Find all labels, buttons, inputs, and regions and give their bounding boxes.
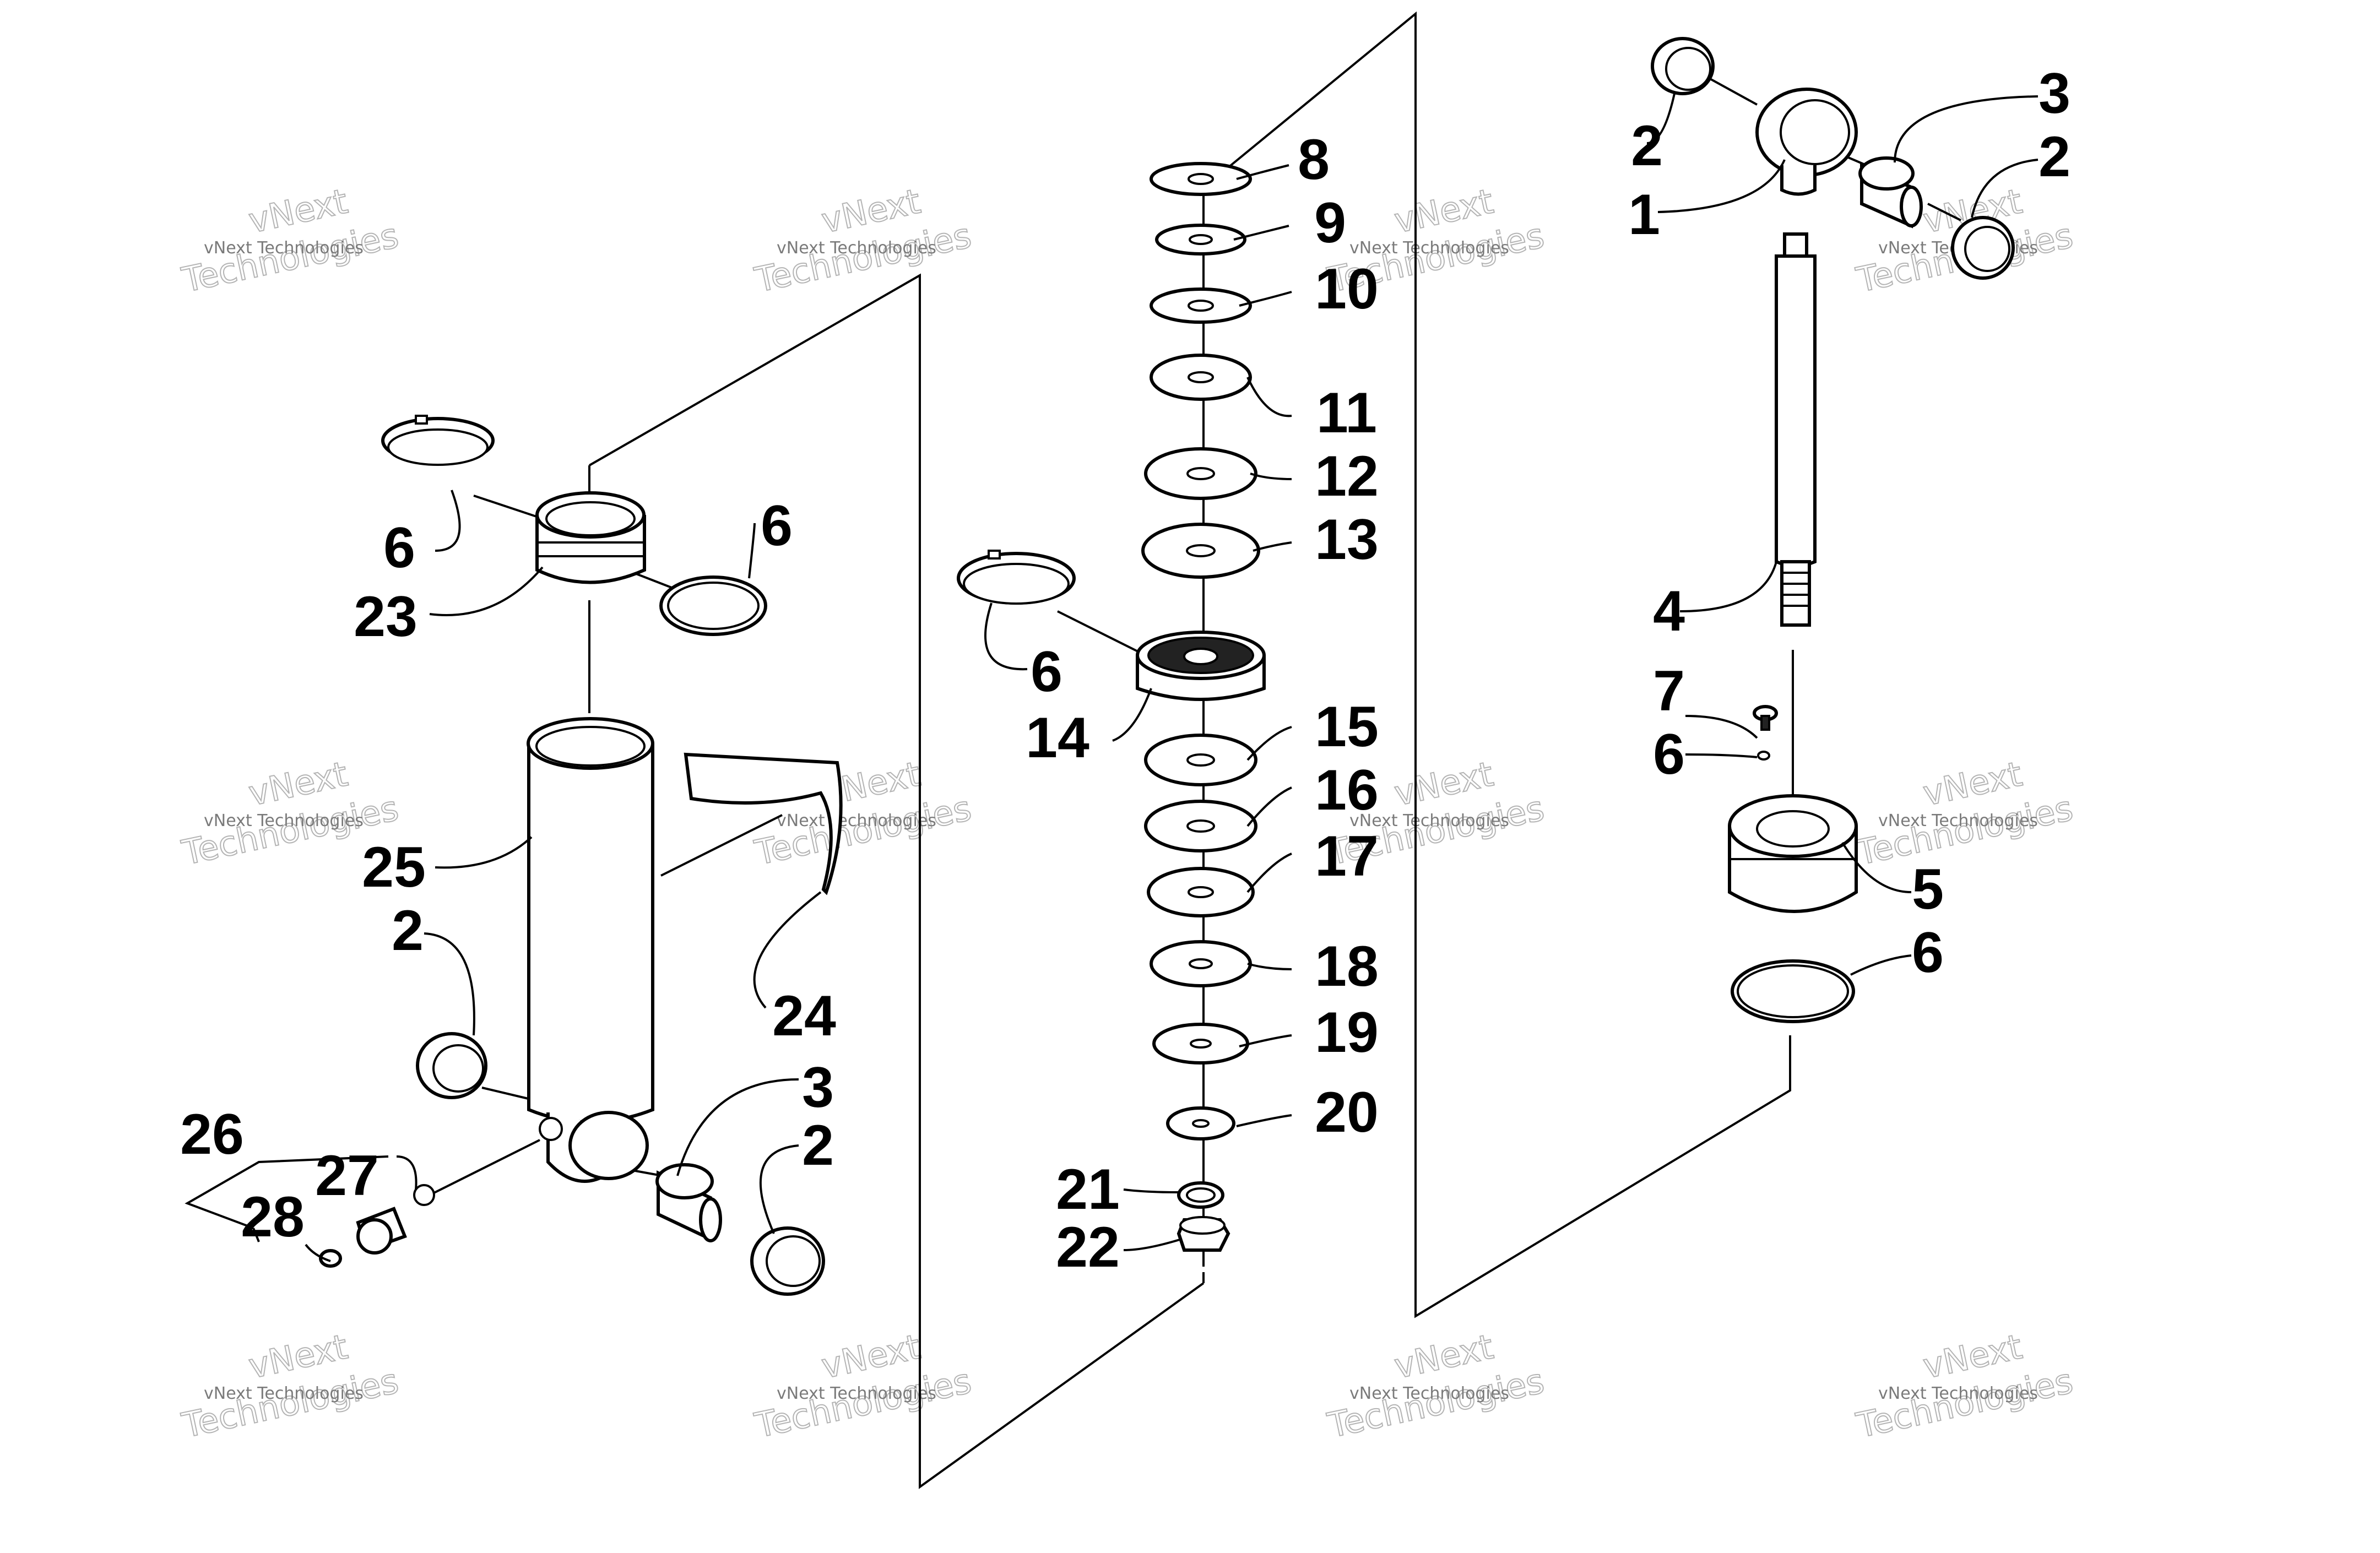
callout-25: 25 bbox=[362, 835, 426, 899]
callout-2-bottom: 2 bbox=[802, 1114, 834, 1177]
callout-19: 19 bbox=[1315, 1001, 1379, 1065]
callout-23: 23 bbox=[354, 585, 418, 649]
shim-washer-hole bbox=[1192, 1119, 1210, 1128]
callout-13: 13 bbox=[1315, 508, 1379, 572]
washer-part-21 bbox=[1177, 1181, 1224, 1209]
callout-26: 26 bbox=[180, 1103, 244, 1166]
callout-10: 10 bbox=[1315, 257, 1379, 321]
callout-14: 14 bbox=[1026, 706, 1089, 770]
callout-2-right: 2 bbox=[2039, 125, 2070, 189]
piston-part-14 bbox=[1136, 631, 1266, 701]
valve-assembly-part-26 bbox=[185, 1155, 435, 1268]
svg-text:vNext Technologies: vNext Technologies bbox=[777, 238, 936, 258]
callout-1: 1 bbox=[1628, 183, 1660, 247]
cylinder-body-part-25 bbox=[527, 717, 654, 1183]
svg-text:vNext Technologies: vNext Technologies bbox=[1349, 811, 1509, 830]
svg-text:vNext Technologies: vNext Technologies bbox=[1349, 238, 1509, 258]
callout-8: 8 bbox=[1298, 128, 1330, 192]
callout-5: 5 bbox=[1912, 857, 1944, 921]
callout-18: 18 bbox=[1315, 935, 1379, 998]
rod-end-part-1 bbox=[1755, 88, 1858, 196]
svg-text:vNext Technologies: vNext Technologies bbox=[1878, 811, 2038, 830]
shim-stack bbox=[1141, 162, 1260, 1141]
ring-part-6-center bbox=[957, 550, 1076, 605]
sleeve-part-3-right bbox=[1858, 156, 1923, 229]
svg-text:vNext Technologies: vNext Technologies bbox=[777, 811, 936, 830]
svg-text:vNext Technologies: vNext Technologies bbox=[1349, 1384, 1509, 1403]
callout-15: 15 bbox=[1315, 695, 1379, 759]
callout-6-right-bottom: 6 bbox=[1912, 921, 1944, 985]
shim-washer-hole bbox=[1186, 819, 1215, 833]
callout-21: 21 bbox=[1056, 1158, 1120, 1221]
callout-labels: 8 9 10 11 12 13 14 15 16 17 18 19 20 21 … bbox=[180, 62, 2070, 1279]
right-shaft-assembly bbox=[1651, 37, 2015, 1023]
ring-part-6-top bbox=[381, 415, 495, 466]
callout-28: 28 bbox=[241, 1185, 305, 1249]
callout-3-right: 3 bbox=[2039, 62, 2070, 126]
callout-6-top-left: 6 bbox=[383, 516, 415, 580]
shim-washer-hole bbox=[1188, 173, 1214, 185]
svg-text:vNext Technologies: vNext Technologies bbox=[204, 811, 364, 830]
center-piston-stack bbox=[957, 162, 1266, 1252]
callout-12: 12 bbox=[1315, 444, 1379, 508]
callout-24: 24 bbox=[772, 984, 836, 1048]
callout-3-left: 3 bbox=[802, 1056, 834, 1120]
svg-text:vNext Technologies: vNext Technologies bbox=[1878, 1384, 2038, 1403]
bushing-part-2-right bbox=[1951, 216, 2015, 280]
shim-washer-hole bbox=[1189, 234, 1213, 245]
ring-part-6-side bbox=[659, 575, 767, 636]
leader-lines bbox=[305, 93, 2039, 1262]
callout-22: 22 bbox=[1056, 1215, 1120, 1279]
bushing-part-2-top-left bbox=[1651, 37, 1715, 95]
callout-6-right-small: 6 bbox=[1653, 723, 1685, 786]
bushing-part-2-left bbox=[416, 1032, 487, 1099]
callout-17: 17 bbox=[1315, 824, 1379, 888]
callout-2-left: 2 bbox=[392, 899, 424, 963]
shim-washer-hole bbox=[1188, 371, 1214, 383]
nut-part-22 bbox=[1177, 1216, 1230, 1252]
callout-20: 20 bbox=[1315, 1080, 1379, 1144]
sleeve-part-3-left bbox=[655, 1163, 722, 1242]
shaft-part-4 bbox=[1775, 232, 1817, 627]
o-ring-part-6-bottom bbox=[1731, 959, 1855, 1023]
svg-text:vNext Technologies: vNext Technologies bbox=[777, 1384, 936, 1403]
screw-part-7 bbox=[1753, 705, 1778, 731]
callout-4: 4 bbox=[1653, 579, 1685, 643]
callout-16: 16 bbox=[1315, 758, 1379, 822]
shim-washer-hole bbox=[1190, 1039, 1212, 1049]
shim-washer-hole bbox=[1188, 300, 1214, 312]
callout-27: 27 bbox=[315, 1144, 379, 1208]
callout-2-top-left: 2 bbox=[1631, 114, 1663, 178]
callout-6-center: 6 bbox=[1031, 640, 1062, 704]
callout-6-side: 6 bbox=[761, 494, 793, 558]
callout-11: 11 bbox=[1316, 381, 1377, 445]
callout-9: 9 bbox=[1314, 191, 1346, 255]
washer-part-6-small bbox=[1757, 751, 1770, 761]
bearing-housing-part-5 bbox=[1728, 794, 1858, 913]
shim-washer-hole bbox=[1186, 544, 1216, 557]
svg-text:vNext Technologies: vNext Technologies bbox=[204, 1384, 364, 1403]
left-shock-body-assembly bbox=[185, 415, 843, 1296]
callout-7: 7 bbox=[1653, 659, 1685, 723]
svg-text:vNext Technologies: vNext Technologies bbox=[204, 238, 364, 258]
shim-washer-hole bbox=[1189, 958, 1213, 969]
shim-washer-hole bbox=[1188, 886, 1214, 898]
shim-washer-hole bbox=[1186, 467, 1215, 480]
shim-washer-hole bbox=[1186, 753, 1215, 767]
seal-head-part-23 bbox=[535, 491, 646, 584]
bushing-part-2-bottom bbox=[750, 1226, 825, 1296]
bump-guard-part-24 bbox=[684, 752, 843, 895]
